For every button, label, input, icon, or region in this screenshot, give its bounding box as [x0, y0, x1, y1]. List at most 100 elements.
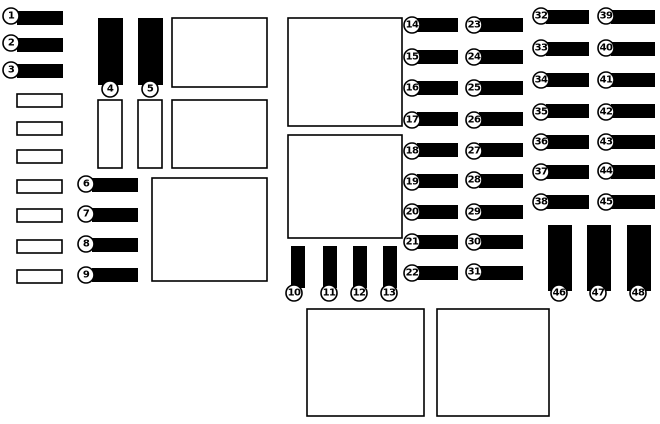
fuse-3[interactable]: 3	[2, 61, 63, 79]
fuse-body	[92, 178, 138, 192]
fuse-13[interactable]: 13	[380, 246, 398, 302]
fuse-46[interactable]: 46	[548, 225, 572, 302]
fuse-41[interactable]: 41	[597, 71, 655, 89]
fuse-body	[479, 235, 523, 249]
empty-slot	[16, 269, 63, 284]
fuse-body	[417, 50, 458, 64]
fuse-body	[546, 73, 589, 87]
fuse-26[interactable]: 26	[465, 111, 523, 129]
fuse-23[interactable]: 23	[465, 16, 523, 34]
fuse-label: 39	[600, 11, 613, 22]
fuse-body	[546, 10, 589, 24]
fuse-36[interactable]: 36	[532, 133, 589, 151]
fuse-5[interactable]: 5	[138, 18, 163, 98]
fuse-body	[611, 42, 655, 56]
fuse-32[interactable]: 32	[532, 7, 589, 25]
fuse-12[interactable]: 12	[350, 246, 368, 302]
fuse-body	[417, 205, 458, 219]
fuse-body	[479, 205, 523, 219]
fuse-label-badge	[465, 203, 483, 221]
fuse-21[interactable]: 21	[403, 233, 458, 251]
fuse-15[interactable]: 15	[403, 48, 458, 66]
fuse-label-badge	[532, 7, 550, 25]
fuse-label: 33	[535, 43, 548, 54]
fuse-label: 36	[535, 137, 548, 148]
fuse-label-badge	[465, 171, 483, 189]
fuse-body	[479, 18, 523, 32]
fuse-47[interactable]: 47	[587, 225, 611, 302]
fuse-4[interactable]: 4	[98, 18, 123, 98]
fuse-28[interactable]: 28	[465, 171, 523, 189]
fuse-label-badge	[403, 203, 421, 221]
fuse-body	[291, 246, 305, 288]
fuse-body	[17, 64, 63, 78]
fuse-45[interactable]: 45	[597, 193, 655, 211]
fuse-label: 23	[468, 20, 481, 31]
fuse-17[interactable]: 17	[403, 111, 458, 129]
fuse-label: 1	[8, 11, 15, 22]
fuse-label-badge	[285, 284, 303, 302]
fuse-48[interactable]: 48	[627, 225, 651, 302]
fuse-body	[479, 50, 523, 64]
fuse-37[interactable]: 37	[532, 163, 589, 181]
fuse-label-badge	[597, 39, 615, 57]
fuse-label: 21	[406, 237, 419, 248]
fuse-label-badge	[532, 193, 550, 211]
fuse-label: 26	[468, 115, 481, 126]
fuse-29[interactable]: 29	[465, 203, 523, 221]
relay-block	[151, 177, 268, 282]
fuse-label: 32	[535, 11, 548, 22]
fuse-42[interactable]: 42	[597, 103, 655, 121]
fuse-22[interactable]: 22	[403, 264, 458, 282]
fuse-30[interactable]: 30	[465, 233, 523, 251]
fuse-label-badge	[532, 39, 550, 57]
relay-blocks	[151, 17, 550, 417]
fuse-label-badge	[350, 284, 368, 302]
fuse-14[interactable]: 14	[403, 16, 458, 34]
fuse-body	[417, 174, 458, 188]
fuse-27[interactable]: 27	[465, 142, 523, 160]
fuse-label-badge	[532, 71, 550, 89]
fuse-label: 40	[600, 43, 613, 54]
fuse-43[interactable]: 43	[597, 133, 655, 151]
relay-block	[287, 17, 403, 127]
fuse-2[interactable]: 2	[2, 34, 63, 52]
fuse-label-badge	[597, 71, 615, 89]
fuse-body	[479, 81, 523, 95]
fuse-25[interactable]: 25	[465, 79, 523, 97]
fuse-body	[383, 246, 397, 288]
fuse-38[interactable]: 38	[532, 193, 589, 211]
fuse-33[interactable]: 33	[532, 39, 589, 57]
fuse-35[interactable]: 35	[532, 103, 589, 121]
fuse-18[interactable]: 18	[403, 142, 458, 160]
empty-slot	[16, 121, 63, 136]
fuse-label-badge	[77, 205, 95, 223]
fuse-7[interactable]: 7	[77, 205, 138, 223]
fuse-10[interactable]: 10	[285, 246, 305, 302]
fuse-label: 45	[600, 197, 613, 208]
fuse-label-badge	[2, 7, 20, 25]
fuse-label-badge	[403, 16, 421, 34]
fuse-label: 25	[468, 83, 481, 94]
fuse-8[interactable]: 8	[77, 235, 138, 253]
empty-slot	[16, 93, 63, 108]
fuse-40[interactable]: 40	[597, 39, 655, 57]
fuse-body	[479, 143, 523, 157]
fuse-1[interactable]: 1	[2, 7, 63, 25]
fuse-44[interactable]: 44	[597, 162, 655, 180]
fuse-39[interactable]: 39	[597, 7, 655, 25]
fuse-9[interactable]: 9	[77, 266, 138, 284]
fuse-label-badge	[532, 133, 550, 151]
fuse-16[interactable]: 16	[403, 79, 458, 97]
fuse-label: 10	[288, 288, 301, 299]
fuse-body	[417, 81, 458, 95]
fuse-6[interactable]: 6	[77, 175, 138, 193]
fuse-34[interactable]: 34	[532, 71, 589, 89]
fuse-label: 18	[406, 146, 419, 157]
fuse-19[interactable]: 19	[403, 173, 458, 191]
fuse-20[interactable]: 20	[403, 203, 458, 221]
fuse-31[interactable]: 31	[465, 263, 523, 281]
fuse-label: 29	[468, 207, 481, 218]
fuse-11[interactable]: 11	[320, 246, 338, 302]
fuse-24[interactable]: 24	[465, 48, 523, 66]
